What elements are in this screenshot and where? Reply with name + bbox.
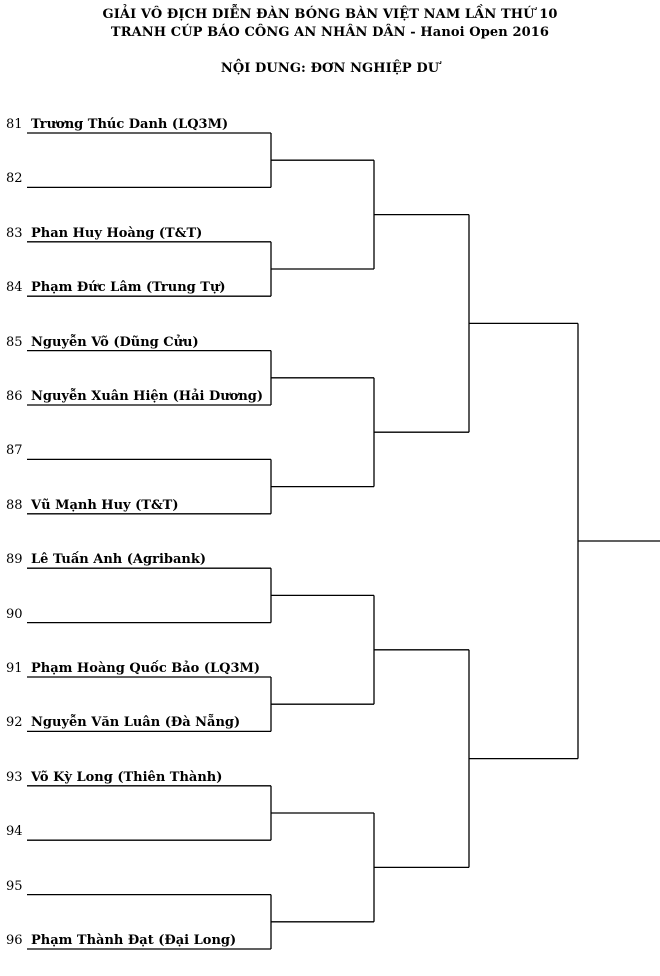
- entry-name: Võ Kỳ Long (Thiên Thành): [31, 769, 223, 785]
- entry-seed: 90: [6, 606, 23, 622]
- entry-seed: 95: [6, 878, 23, 894]
- entry-name: Phạm Đức Lâm (Trung Tự): [31, 280, 226, 296]
- entry-seed: 93: [6, 769, 23, 785]
- entry-name: Lê Tuấn Anh (Agribank): [31, 552, 207, 568]
- event-title: NỘI DUNG: ĐƠN NGHIỆP DƯ: [220, 61, 440, 76]
- entry-seed: 81: [6, 117, 23, 132]
- entry-seed: 82: [6, 171, 23, 187]
- entry-seed: 94: [6, 824, 23, 840]
- entry-name: Trương Thúc Danh (LQ3M): [31, 117, 229, 132]
- entry-seed: 96: [6, 933, 23, 948]
- entry-seed: 86: [6, 389, 23, 404]
- entry-name: Nguyễn Võ (Dũng Cửu): [31, 334, 199, 350]
- entry-name: Phạm Thành Đạt (Đại Long): [31, 933, 237, 948]
- entry-name: Phạm Hoàng Quốc Bảo (LQ3M): [31, 661, 261, 676]
- entry-name: Vũ Mạnh Huy (T&T): [31, 497, 179, 513]
- entry-seed: 83: [6, 225, 23, 241]
- entry-name: Nguyễn Văn Luân (Đà Nẵng): [31, 715, 241, 731]
- entry-seed: 91: [6, 661, 23, 676]
- entry-seed: 89: [6, 552, 23, 568]
- tournament-title: GIẢI VÔ ĐỊCH DIỄN ĐÀN BÓNG BÀN VIỆT NAM …: [102, 7, 558, 22]
- entry-seed: 87: [6, 443, 23, 459]
- entry-seed: 85: [6, 334, 23, 350]
- entry-name: Phan Huy Hoàng (T&T): [31, 225, 203, 241]
- entry-seed: 84: [6, 280, 23, 296]
- entry-seed: 88: [6, 497, 23, 513]
- tournament-subtitle: TRANH CÚP BÁO CÔNG AN NHÂN DÂN - Hanoi O…: [110, 25, 550, 40]
- entry-seed: 92: [6, 715, 23, 731]
- entry-name: Nguyễn Xuân Hiện (Hải Dương): [31, 389, 264, 404]
